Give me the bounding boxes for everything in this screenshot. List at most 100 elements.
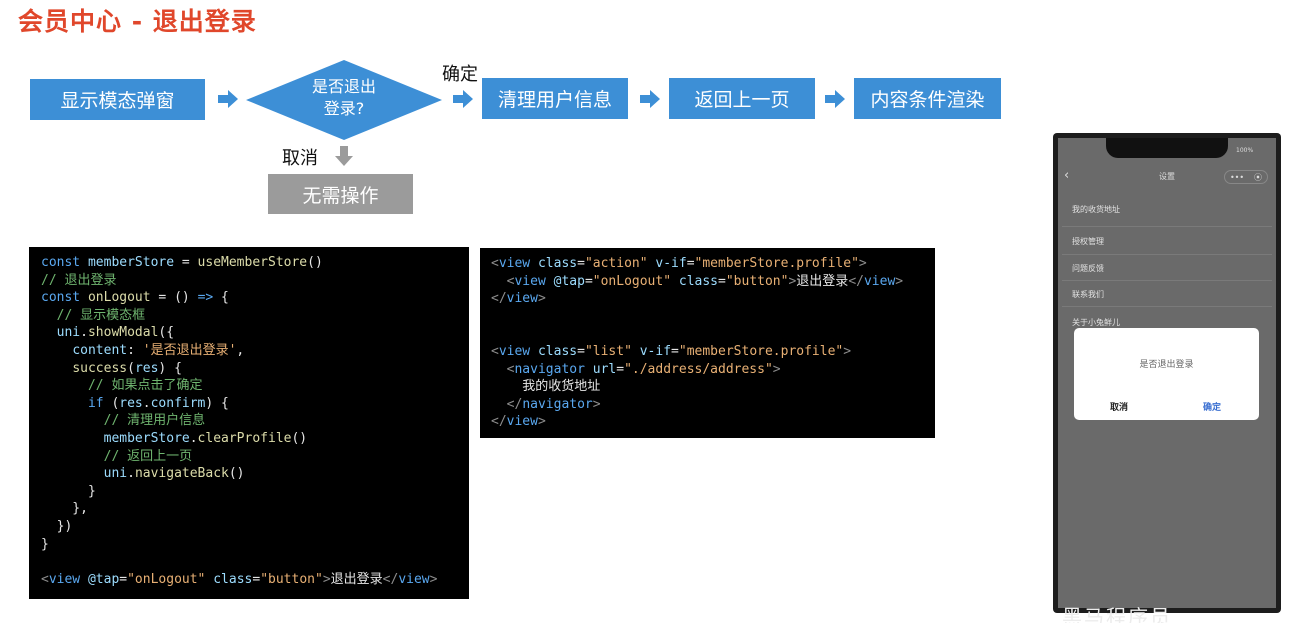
flow-step-conditional-render: 内容条件渲染 xyxy=(854,78,1001,119)
flow-step-no-action: 无需操作 xyxy=(268,174,413,214)
close-target-icon[interactable]: ⦿ xyxy=(1254,172,1263,182)
page-title: 会员中心 - 退出登录 xyxy=(18,7,257,36)
code-token: view xyxy=(48,571,81,587)
code-token: "./address/address" xyxy=(624,361,773,377)
watermark: 黑马程序员 xyxy=(1062,605,1172,623)
code-token: // 显示模态框 xyxy=(41,307,146,323)
divider xyxy=(1062,280,1272,281)
code-token xyxy=(41,325,57,340)
code-line: <view class="list" v-if="memberStore.pro… xyxy=(491,343,935,361)
code-token: = xyxy=(718,273,726,289)
confirm-label: 确定 xyxy=(442,64,478,85)
code-line: if (res.confirm) { xyxy=(41,395,469,413)
code-token: view xyxy=(398,571,430,587)
code-token: > xyxy=(843,343,852,359)
code-line: <view @tap="onLogout" class="button">退出登… xyxy=(491,273,935,291)
decision-line-2: 登录? xyxy=(323,99,365,118)
code-token: "button" xyxy=(260,571,323,587)
menu-item-address[interactable]: 我的收货地址 xyxy=(1072,205,1120,214)
code-token xyxy=(80,572,88,587)
code-token: view xyxy=(863,273,896,289)
code-token: }, xyxy=(41,501,88,517)
divider xyxy=(1062,226,1272,227)
modal-cancel-button[interactable]: 取消 xyxy=(1110,403,1129,413)
menu-item-auth[interactable]: 授权管理 xyxy=(1072,237,1104,246)
phone-notch xyxy=(1106,138,1228,158)
code-token: "memberStore.profile" xyxy=(678,343,844,359)
more-icon[interactable]: ••• xyxy=(1229,172,1245,182)
menu-item-contact[interactable]: 联系我们 xyxy=(1072,290,1104,299)
code-token: 我的收货地址 xyxy=(491,379,601,395)
code-token xyxy=(530,256,538,271)
code-token xyxy=(41,466,104,481)
code-token xyxy=(491,397,507,412)
code-line: uni.navigateBack() xyxy=(41,465,469,483)
code-line: </navigator> xyxy=(491,396,935,414)
code-token: , xyxy=(236,342,245,358)
logout-modal xyxy=(1074,328,1259,420)
code-token: > xyxy=(537,291,546,307)
code-token: 退出登录 xyxy=(330,571,383,587)
code-token: // 返回上一页 xyxy=(41,448,193,464)
code-token: = xyxy=(584,273,593,289)
code-token: "list" xyxy=(584,343,632,359)
code-token: } xyxy=(41,483,96,499)
code-token: = xyxy=(577,343,585,359)
capsule-menu[interactable]: ••• ⦿ xyxy=(1224,170,1268,184)
code-token: v-if xyxy=(639,343,672,359)
code-line: memberStore.clearProfile() xyxy=(41,430,469,448)
code-token: < xyxy=(491,256,499,271)
code-token: "action" xyxy=(584,256,648,271)
code-token: = xyxy=(119,571,128,587)
code-token: < xyxy=(491,343,499,359)
code-token: // 如果点击了确定 xyxy=(41,378,203,394)
code-token: ({ xyxy=(158,325,175,341)
code-line: // 如果点击了确定 xyxy=(41,377,469,395)
code-token: "onLogout" xyxy=(127,571,206,587)
flow-step-clear-profile: 清理用户信息 xyxy=(482,78,628,119)
code-token: . xyxy=(189,430,198,446)
menu-item-feedback[interactable]: 问题反馈 xyxy=(1072,264,1104,273)
code-token: @tap xyxy=(87,571,120,587)
code-token: . xyxy=(80,325,88,341)
code-token xyxy=(41,343,72,358)
code-line: uni.showModal({ xyxy=(41,324,469,342)
code-line: </view> xyxy=(491,413,935,431)
code-token xyxy=(491,362,507,377)
code-token: </ xyxy=(382,571,399,587)
arrow-right-icon xyxy=(453,90,473,108)
code-line: // 退出登录 xyxy=(41,272,469,290)
code-token: res xyxy=(119,395,143,411)
code-token: uni xyxy=(56,325,81,341)
code-token: confirm xyxy=(150,395,206,411)
modal-confirm-button[interactable]: 确定 xyxy=(1203,403,1222,413)
code-token: "onLogout" xyxy=(592,273,672,289)
arrow-right-icon xyxy=(218,90,238,108)
code-token xyxy=(530,344,538,359)
code-token: > xyxy=(322,571,331,587)
menu-item-about[interactable]: 关于小兔鲜儿 xyxy=(1072,318,1120,327)
code-token: ) { xyxy=(205,395,229,411)
code-token: uni xyxy=(103,466,128,482)
code-token: > xyxy=(429,571,438,587)
code-token: => xyxy=(197,290,214,306)
code-token: () xyxy=(228,466,245,482)
code-token: memberStore xyxy=(87,255,175,270)
arrow-down-icon xyxy=(335,146,353,166)
code-token: class xyxy=(537,256,578,271)
cancel-label: 取消 xyxy=(282,148,318,169)
code-token: class xyxy=(213,571,253,587)
code-token: class xyxy=(678,273,719,289)
code-token: </ xyxy=(506,396,523,412)
back-icon[interactable]: ‹ xyxy=(1064,168,1070,183)
code-token: ( xyxy=(103,395,120,411)
nav-title: 设置 xyxy=(1159,172,1175,181)
code-line: content: '是否退出登录', xyxy=(41,342,469,360)
divider xyxy=(1062,254,1272,255)
code-token: < xyxy=(506,361,515,377)
code-line: </view> xyxy=(491,290,935,308)
code-token: : xyxy=(127,342,143,358)
code-token: "memberStore.profile" xyxy=(694,256,859,271)
decision-line-1: 是否退出 xyxy=(311,77,376,96)
code-token: view xyxy=(498,343,531,359)
